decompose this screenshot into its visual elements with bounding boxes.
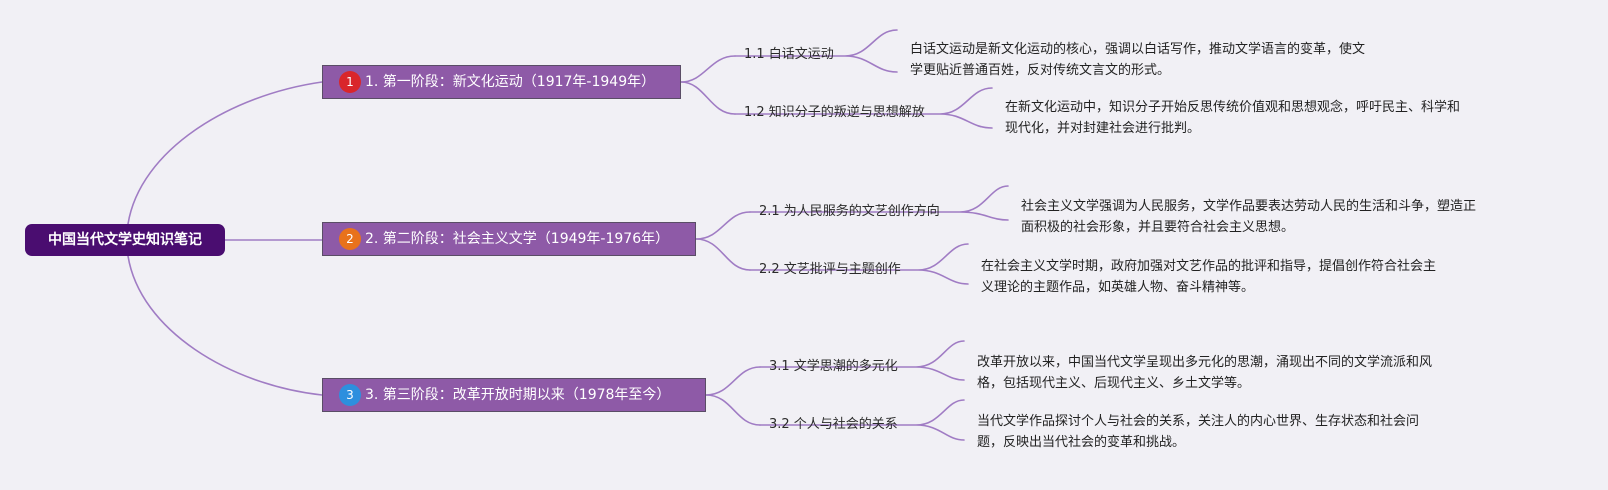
topic-1-2-to-detail (734, 87, 993, 129)
topic-2-2[interactable]: 2.2 文艺批评与主题创作 (759, 262, 901, 277)
stage-3-to-topic-2 (705, 394, 761, 426)
topic-1-1[interactable]: 1.1 白话文运动 (744, 47, 834, 62)
detail-line: 在社会主义文学时期，政府加强对文艺作品的批评和指导，提倡创作符合社会主 (981, 259, 1437, 274)
detail-2-2: 在社会主义文学时期，政府加强对文艺作品的批评和指导，提倡创作符合社会主 义理论的… (981, 256, 1436, 298)
detail-1-2: 在新文化运动中，知识分子开始反思传统价值观和思想观念，呼吁民主、科学和 现代化，… (1005, 97, 1460, 139)
stage-node-1[interactable]: 1 1. 第一阶段：新文化运动（1917年-1949年） (322, 65, 681, 99)
root-to-stage-3 (127, 255, 323, 396)
detail-3-2: 当代文学作品探讨个人与社会的关系，关注人的内心世界、生存状态和社会问 题，反映出… (977, 411, 1419, 453)
detail-line: 改革开放以来，中国当代文学呈现出多元化的思潮，涌现出不同的文学流派和风 (977, 355, 1433, 370)
stage-label-3: 3. 第三阶段：改革开放时期以来（1978年至今） (365, 387, 671, 403)
detail-line: 白话文运动是新文化运动的核心，强调以白话写作，推动文学语言的变革，使文 (910, 42, 1366, 57)
detail-line: 题，反映出当代社会的变革和挑战。 (977, 435, 1186, 450)
detail-2-1: 社会主义文学强调为人民服务，文学作品要表达劳动人民的生活和斗争，塑造正 面积极的… (1021, 196, 1476, 238)
topic-2-2-to-detail (749, 243, 969, 285)
stage-2-to-topic-2 (695, 238, 751, 271)
root-node[interactable]: 中国当代文学史知识笔记 (25, 224, 225, 256)
topic-2-1[interactable]: 2.1 为人民服务的文艺创作方向 (759, 204, 940, 219)
stage-1-to-topic-1 (680, 55, 736, 83)
stage-label-2: 2. 第二阶段：社会主义文学（1949年-1976年） (365, 231, 670, 247)
topic-1-2[interactable]: 1.2 知识分子的叛逆与思想解放 (744, 105, 925, 120)
number-badge-2: 2 (339, 228, 361, 250)
stage-label-1: 1. 第一阶段：新文化运动（1917年-1949年） (365, 74, 656, 90)
detail-line: 面积极的社会形象，并且要符合社会主义思想。 (1021, 220, 1295, 235)
number-badge-3: 3 (339, 384, 361, 406)
topic-3-1-to-detail (759, 340, 965, 381)
topic-1-1-to-detail (734, 29, 898, 73)
root-to-stage-1 (127, 81, 323, 225)
detail-1-1: 白话文运动是新文化运动的核心，强调以白话写作，推动文学语言的变革，使文 学更贴近… (910, 39, 1365, 81)
topic-3-1[interactable]: 3.1 文学思潮的多元化 (769, 359, 898, 374)
detail-line: 现代化，并对封建社会进行批判。 (1005, 121, 1201, 136)
detail-line: 学更贴近普通百姓，反对传统文言文的形式。 (910, 63, 1171, 78)
detail-line: 格，包括现代主义、后现代主义、乡土文学等。 (977, 376, 1251, 391)
topic-3-2-to-detail (759, 399, 965, 441)
stage-node-2[interactable]: 2 2. 第二阶段：社会主义文学（1949年-1976年） (322, 222, 696, 256)
detail-line: 在新文化运动中，知识分子开始反思传统价值观和思想观念，呼吁民主、科学和 (1005, 100, 1461, 115)
topic-3-2[interactable]: 3.2 个人与社会的关系 (769, 417, 898, 432)
stage-2-to-topic-1 (695, 211, 751, 240)
stage-1-to-topic-2 (680, 81, 736, 115)
topic-2-1-to-detail (749, 185, 1009, 221)
number-badge-1: 1 (339, 71, 361, 93)
detail-line: 当代文学作品探讨个人与社会的关系，关注人的内心世界、生存状态和社会问 (977, 414, 1420, 429)
stage-3-to-topic-1 (705, 366, 761, 396)
stage-node-3[interactable]: 3 3. 第三阶段：改革开放时期以来（1978年至今） (322, 378, 706, 412)
detail-line: 义理论的主题作品，如英雄人物、奋斗精神等。 (981, 280, 1255, 295)
detail-3-1: 改革开放以来，中国当代文学呈现出多元化的思潮，涌现出不同的文学流派和风 格，包括… (977, 352, 1432, 394)
detail-line: 社会主义文学强调为人民服务，文学作品要表达劳动人民的生活和斗争，塑造正 (1021, 199, 1477, 214)
